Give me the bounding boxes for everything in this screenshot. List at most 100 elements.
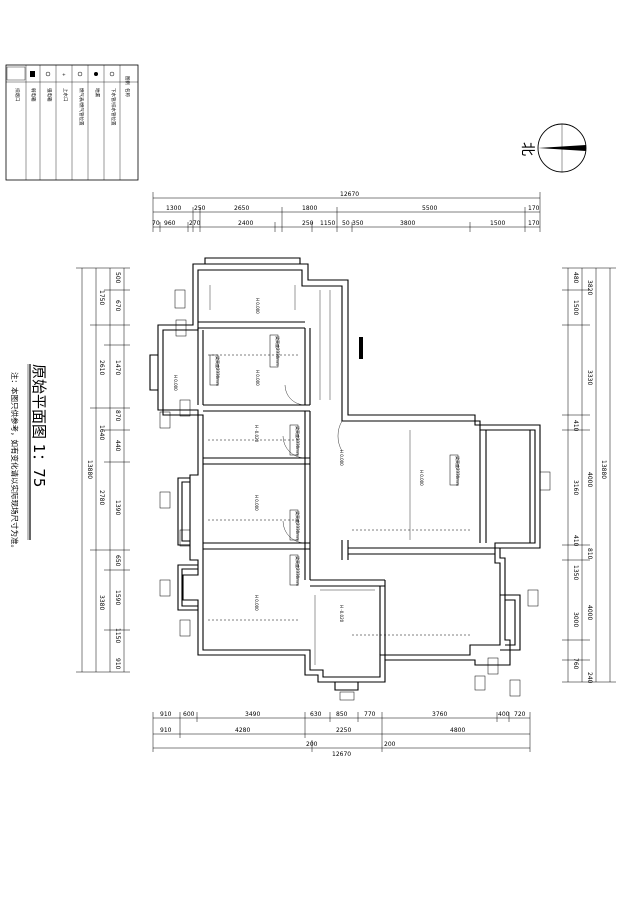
legend-row: 排烟口 [14, 88, 21, 102]
dim-label: 870 [114, 410, 121, 422]
dim-label: 720 [514, 711, 526, 718]
top-dimensions [152, 192, 541, 232]
dim-label: 3380 [98, 595, 105, 610]
water-inlet-icon: + [62, 72, 66, 78]
dim-label: 910 [114, 658, 121, 670]
dim-label: 2610 [98, 360, 105, 375]
legend-row: 下水管/排水管位置 [110, 88, 117, 126]
dim-label: 3330 [586, 370, 593, 385]
dim-label: 1300 [166, 205, 181, 212]
beam-label: 梁高度2330mm [275, 336, 281, 366]
dim-bottom-total: 12670 [332, 751, 351, 758]
dim-label: 250 [302, 220, 314, 227]
dim-label: 3160 [572, 480, 579, 495]
power-box-icon [45, 71, 51, 77]
dim-top-row2: 70 960 270 2400 250 1150 50 350 3800 150… [152, 220, 540, 227]
beam-lines [208, 354, 470, 636]
dim-label: 1390 [114, 500, 121, 515]
dim-label: 250 [194, 205, 206, 212]
room-elevation: H -0.020 [254, 425, 259, 443]
dim-label: 170 [528, 205, 540, 212]
bottom-dimensions [152, 712, 531, 752]
north-label: 北 [519, 142, 535, 156]
dim-label: 500 [114, 272, 121, 284]
room-elevation: H 0.000 [255, 370, 260, 386]
dim-label: 1800 [302, 205, 317, 212]
dim-right-total: 13880 [600, 460, 607, 479]
legend-row: 上水口 [62, 88, 69, 102]
dim-label: 2250 [336, 727, 351, 734]
dim-label: 3000 [572, 612, 579, 627]
legend-subtitle: 名称 [124, 88, 131, 97]
dim-label: 2400 [238, 220, 253, 227]
plan-note: 注：本图只供参考，如有变化请以实际现场尺寸为准。 [10, 372, 20, 552]
room-elevation: H 0.000 [339, 450, 344, 466]
dim-label: 3490 [245, 711, 260, 718]
dim-label: 1500 [572, 300, 579, 315]
drain-pipe-icon [109, 71, 115, 77]
dim-label: 200 [384, 741, 396, 748]
room-elevation: H 0.000 [173, 375, 178, 391]
dim-label: 600 [183, 711, 195, 718]
dim-label: 400 [498, 711, 510, 718]
dim-label: 170 [528, 220, 540, 227]
dim-bottom-row2: 910 4280 2250 4800 [160, 727, 465, 734]
dim-label: 50 [342, 220, 350, 227]
dim-label: 440 [114, 440, 121, 452]
dim-label: 3820 [586, 280, 593, 295]
dim-label: 910 [160, 727, 172, 734]
room-elevation: H 0.000 [254, 495, 259, 511]
legend-row: 弱电箱 [30, 88, 37, 102]
room-elevation: H 0.000 [254, 595, 259, 611]
dim-left-total: 13880 [86, 460, 93, 479]
dim-label: 3760 [432, 711, 447, 718]
beam-labels: 梁高度2330mm 梁高度2330mm 梁高度2330mm 梁高度2330mm … [209, 334, 461, 586]
dim-label: 1470 [114, 360, 121, 375]
dim-label: 4280 [235, 727, 250, 734]
dim-label: 770 [364, 711, 376, 718]
beam-label: 梁高度2330mm [455, 456, 461, 486]
dim-label: 1350 [572, 565, 579, 580]
dim-label: 200 [306, 741, 318, 748]
right-dimensions [562, 267, 616, 683]
dim-label: 1750 [98, 290, 105, 305]
dim-label: 630 [310, 711, 322, 718]
legend-row: 地漏 [94, 88, 101, 97]
dim-label: 910 [160, 711, 172, 718]
dim-label: 270 [189, 220, 201, 227]
dim-label: 670 [114, 300, 121, 312]
legend-row: 燃气表/燃气管位置 [78, 88, 85, 126]
dim-label: 410 [572, 420, 579, 432]
legend-title: 图例 [124, 76, 131, 85]
plan-title: 原始平面图 1：75 [30, 364, 48, 487]
dim-label: 1500 [490, 220, 505, 227]
beam-label: 梁高度2330mm [295, 426, 301, 456]
dim-label: 240 [586, 672, 593, 684]
beam-label: 梁高度2330mm [215, 356, 221, 386]
dim-right-row1: 480 3820 3330 1500 410 4000 3160 410 810… [572, 272, 593, 684]
dim-label: 3800 [400, 220, 415, 227]
beam-label: 梁高度2330mm [295, 556, 301, 586]
dim-label: 410 [572, 535, 579, 547]
dim-label: 960 [164, 220, 176, 227]
dim-label: 760 [572, 658, 579, 670]
left-dimensions [76, 267, 130, 673]
floor-drain-icon [94, 72, 98, 76]
dim-bottom-row1: 910 600 3490 630 850 770 3760 400 720 [160, 711, 526, 718]
dim-label: 70 [152, 220, 160, 227]
room-labels: H 0.000 H 0.000 H 0.000 H -0.020 H 0.000… [173, 298, 424, 623]
dim-label: 1150 [114, 628, 121, 643]
dim-label: 2780 [98, 490, 105, 505]
dim-top-total: 12670 [340, 191, 359, 198]
legend-row: 强电箱 [46, 88, 53, 102]
dim-label: 650 [114, 555, 121, 567]
dim-label: 4000 [586, 605, 593, 620]
dim-left-row1: 500 1750 670 2610 1470 870 1640 440 2780… [98, 272, 121, 670]
legend-rows: 名称 下水管/排水管位置 地漏 燃气表/燃气管位置 上水口 强电箱 弱电箱 排烟… [14, 88, 131, 126]
room-elevation: H -0.020 [339, 605, 344, 623]
dim-label: 4000 [586, 472, 593, 487]
plan-title-block: 原始平面图 1：75 注：本图只供参考，如有变化请以实际现场尺寸为准。 [10, 364, 48, 552]
room-elevation: H 0.000 [419, 470, 424, 486]
beam-label: 梁高度2330mm [295, 511, 301, 541]
